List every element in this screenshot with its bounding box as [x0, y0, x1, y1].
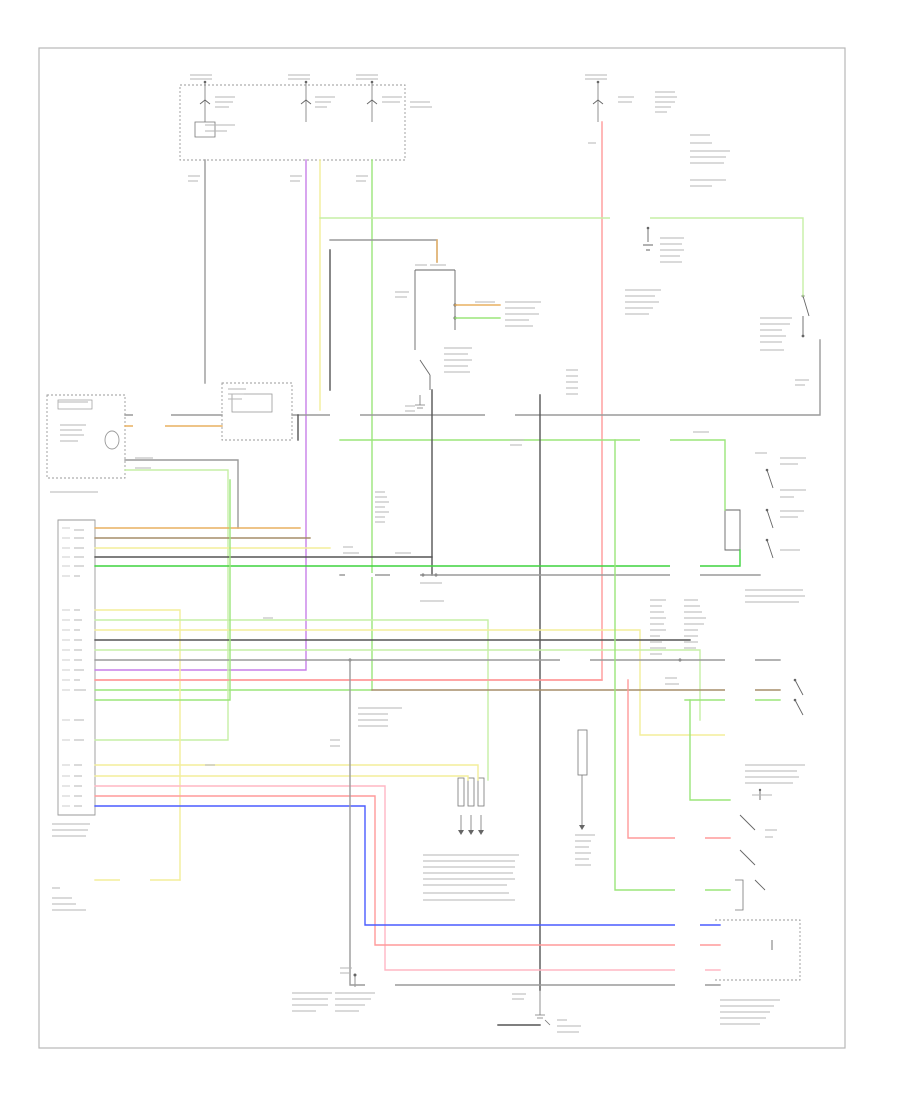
wire-lightgreen-top	[319, 217, 804, 297]
label-blocks	[50, 74, 809, 1033]
wire-gray-relay-out	[291, 339, 821, 416]
cruise-control-ecu	[57, 519, 96, 816]
cruise-control-main-switch	[724, 468, 774, 559]
wire-gray-bottom	[349, 659, 721, 986]
cruise-actuator-connector	[457, 777, 485, 835]
cluster-label-box	[57, 399, 93, 410]
wire-lightgreen-ecu-11	[94, 649, 701, 721]
control-switch-lower	[735, 788, 766, 911]
fuse-box-top	[179, 84, 406, 161]
fuse-right	[592, 80, 604, 122]
ecu-pin-ticks	[62, 527, 70, 807]
wire-yellow-ecu-18	[94, 775, 469, 781]
wire-purple-main	[94, 159, 307, 671]
fuse-group-top	[194, 80, 378, 138]
vacuum-vent-valve	[414, 269, 457, 390]
wire-green-ecu-5	[94, 549, 741, 567]
diagram-frame	[38, 47, 846, 1049]
wire-gray-vacuum	[329, 239, 438, 263]
wire-pink-ecu-19	[94, 785, 721, 971]
cruise-switch-box	[715, 919, 801, 981]
cruise-indicator-lamp	[104, 430, 120, 450]
wire-red-ecu-20	[94, 795, 721, 946]
wire-red-supply	[94, 121, 603, 681]
wire-lightgreen-cluster	[94, 469, 229, 741]
wire-red-lower-right	[627, 679, 731, 839]
wire-yellow-ecu-9	[94, 629, 731, 736]
wire-tags	[120, 216, 755, 987]
wire-blue-ecu-21	[94, 805, 721, 926]
wire-yellow-ecu-7	[94, 609, 181, 881]
wire-green-lower-right	[614, 439, 731, 891]
wire-gray-cluster-low	[124, 459, 239, 529]
ground-symbols	[348, 395, 682, 1026]
wire-green-ecu-15	[94, 479, 231, 701]
park-neutral-switch	[793, 678, 804, 716]
actuator-module	[577, 729, 588, 830]
stop-lamp-relay	[221, 382, 293, 441]
wire-green-vert-right	[689, 699, 731, 801]
wire-green-mid	[339, 439, 726, 511]
wire-lightgreen-ecu-8	[94, 619, 489, 781]
stop-lamp-switch	[801, 294, 810, 338]
instrument-cluster	[46, 394, 126, 479]
clutch-switch	[643, 226, 653, 251]
relay-coil	[231, 393, 273, 413]
wire-yellow-ecu-17	[94, 764, 479, 781]
